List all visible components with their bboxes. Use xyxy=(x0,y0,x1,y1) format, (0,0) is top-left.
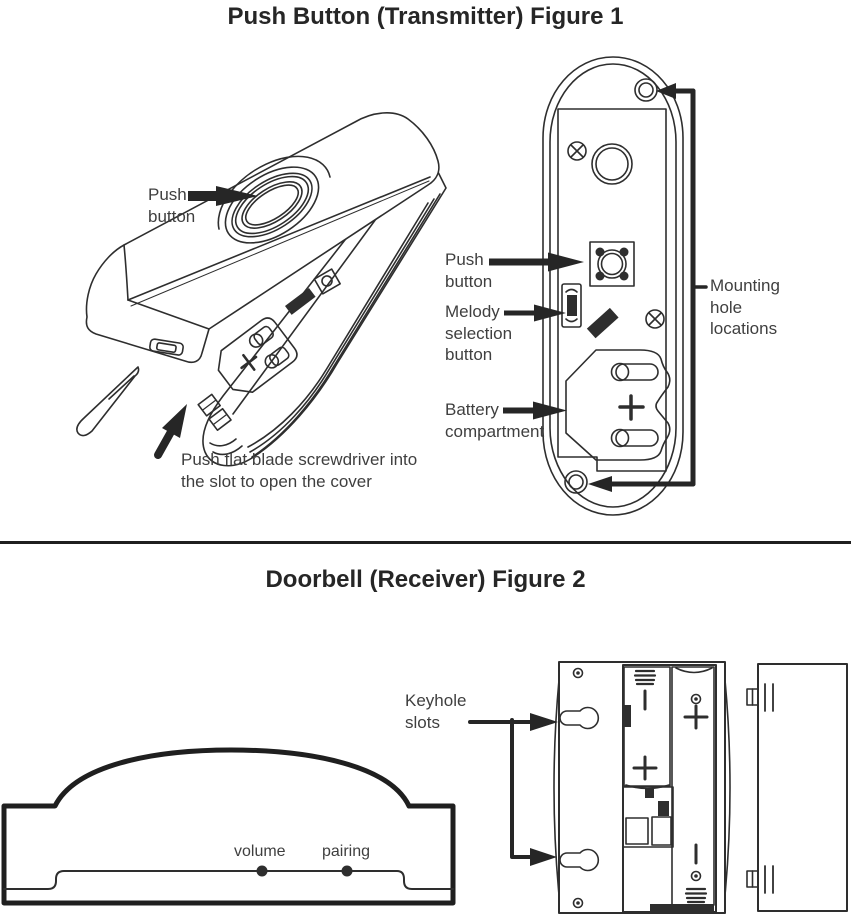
mounting-hole-top xyxy=(634,78,658,102)
melody-arrow xyxy=(504,304,566,322)
screwdriver-note-label: Push flat blade screwdriver into the slo… xyxy=(181,450,418,491)
sounder-circle xyxy=(591,143,633,185)
keyhole-slot-bottom xyxy=(559,848,600,872)
melody-selection-label: Melody selection button xyxy=(445,302,513,364)
bracket-arrowhead-top xyxy=(656,83,676,99)
screw-icon xyxy=(690,693,702,705)
push-button-arrow xyxy=(188,186,258,206)
battery-compartment-back xyxy=(565,349,671,461)
push-button-label-right: Push button xyxy=(445,250,493,291)
mounting-bracket xyxy=(609,88,708,487)
screw-icon xyxy=(572,897,584,909)
bracket-arrowhead-bottom xyxy=(588,476,612,492)
screw-icon xyxy=(572,667,584,679)
plus-symbol xyxy=(632,755,658,781)
cover-clips xyxy=(197,393,232,431)
cover-tip-ridge xyxy=(212,445,243,456)
battery-spring xyxy=(633,669,657,686)
push-button-arrow-right xyxy=(489,252,584,272)
plus-symbol xyxy=(683,704,709,730)
keyhole-slots-label: Keyhole slots xyxy=(405,691,467,732)
receiver-battery-compartment xyxy=(622,664,717,913)
transmitter-3d-drawing xyxy=(76,112,447,467)
cover-slot xyxy=(285,287,316,315)
screw-icon xyxy=(645,309,665,329)
volume-label: volume xyxy=(234,843,286,860)
receiver-back-drawing xyxy=(468,661,848,914)
push-button-label-left: Push button xyxy=(148,185,196,226)
pairing-button-dot xyxy=(341,865,353,877)
keyhole-slot-top xyxy=(559,706,600,730)
transmitter-back-drawing xyxy=(489,56,708,516)
pairing-label: pairing xyxy=(322,843,371,860)
button-skirt xyxy=(217,155,331,230)
cover-clip-hole xyxy=(313,268,341,295)
plus-symbol xyxy=(240,353,258,371)
transmitter-body xyxy=(85,112,440,364)
doorbell-front-drawing xyxy=(1,747,456,906)
pairing-module xyxy=(622,786,674,848)
mounting-hole-bottom xyxy=(564,470,588,494)
screw-icon xyxy=(567,141,587,161)
cover-battery-compartment xyxy=(217,317,298,394)
figure2-title: Doorbell (Receiver) Figure 2 xyxy=(265,566,586,593)
push-button-back xyxy=(589,241,635,287)
body-latch xyxy=(149,338,184,356)
mounting-holes-label: Mounting hole locations xyxy=(710,276,780,338)
figure1-title: Push Button (Transmitter) Figure 1 xyxy=(227,3,624,30)
battery-arrow xyxy=(503,401,567,420)
section-divider xyxy=(0,541,851,544)
melody-switch xyxy=(561,283,582,328)
back-panel xyxy=(557,108,667,472)
plus-symbol xyxy=(618,394,645,421)
battery-spring xyxy=(684,887,708,904)
battery-cover-plate xyxy=(746,663,848,912)
screw-icon xyxy=(690,870,702,882)
slot-marker xyxy=(586,307,619,339)
volume-button-dot xyxy=(256,865,268,877)
screwdriver-arrow xyxy=(154,404,187,459)
battery-compartment-label: Battery compartment xyxy=(445,400,545,441)
screwdriver xyxy=(76,366,140,437)
push-button-dome xyxy=(224,166,320,244)
keyhole-arrows xyxy=(468,713,558,866)
